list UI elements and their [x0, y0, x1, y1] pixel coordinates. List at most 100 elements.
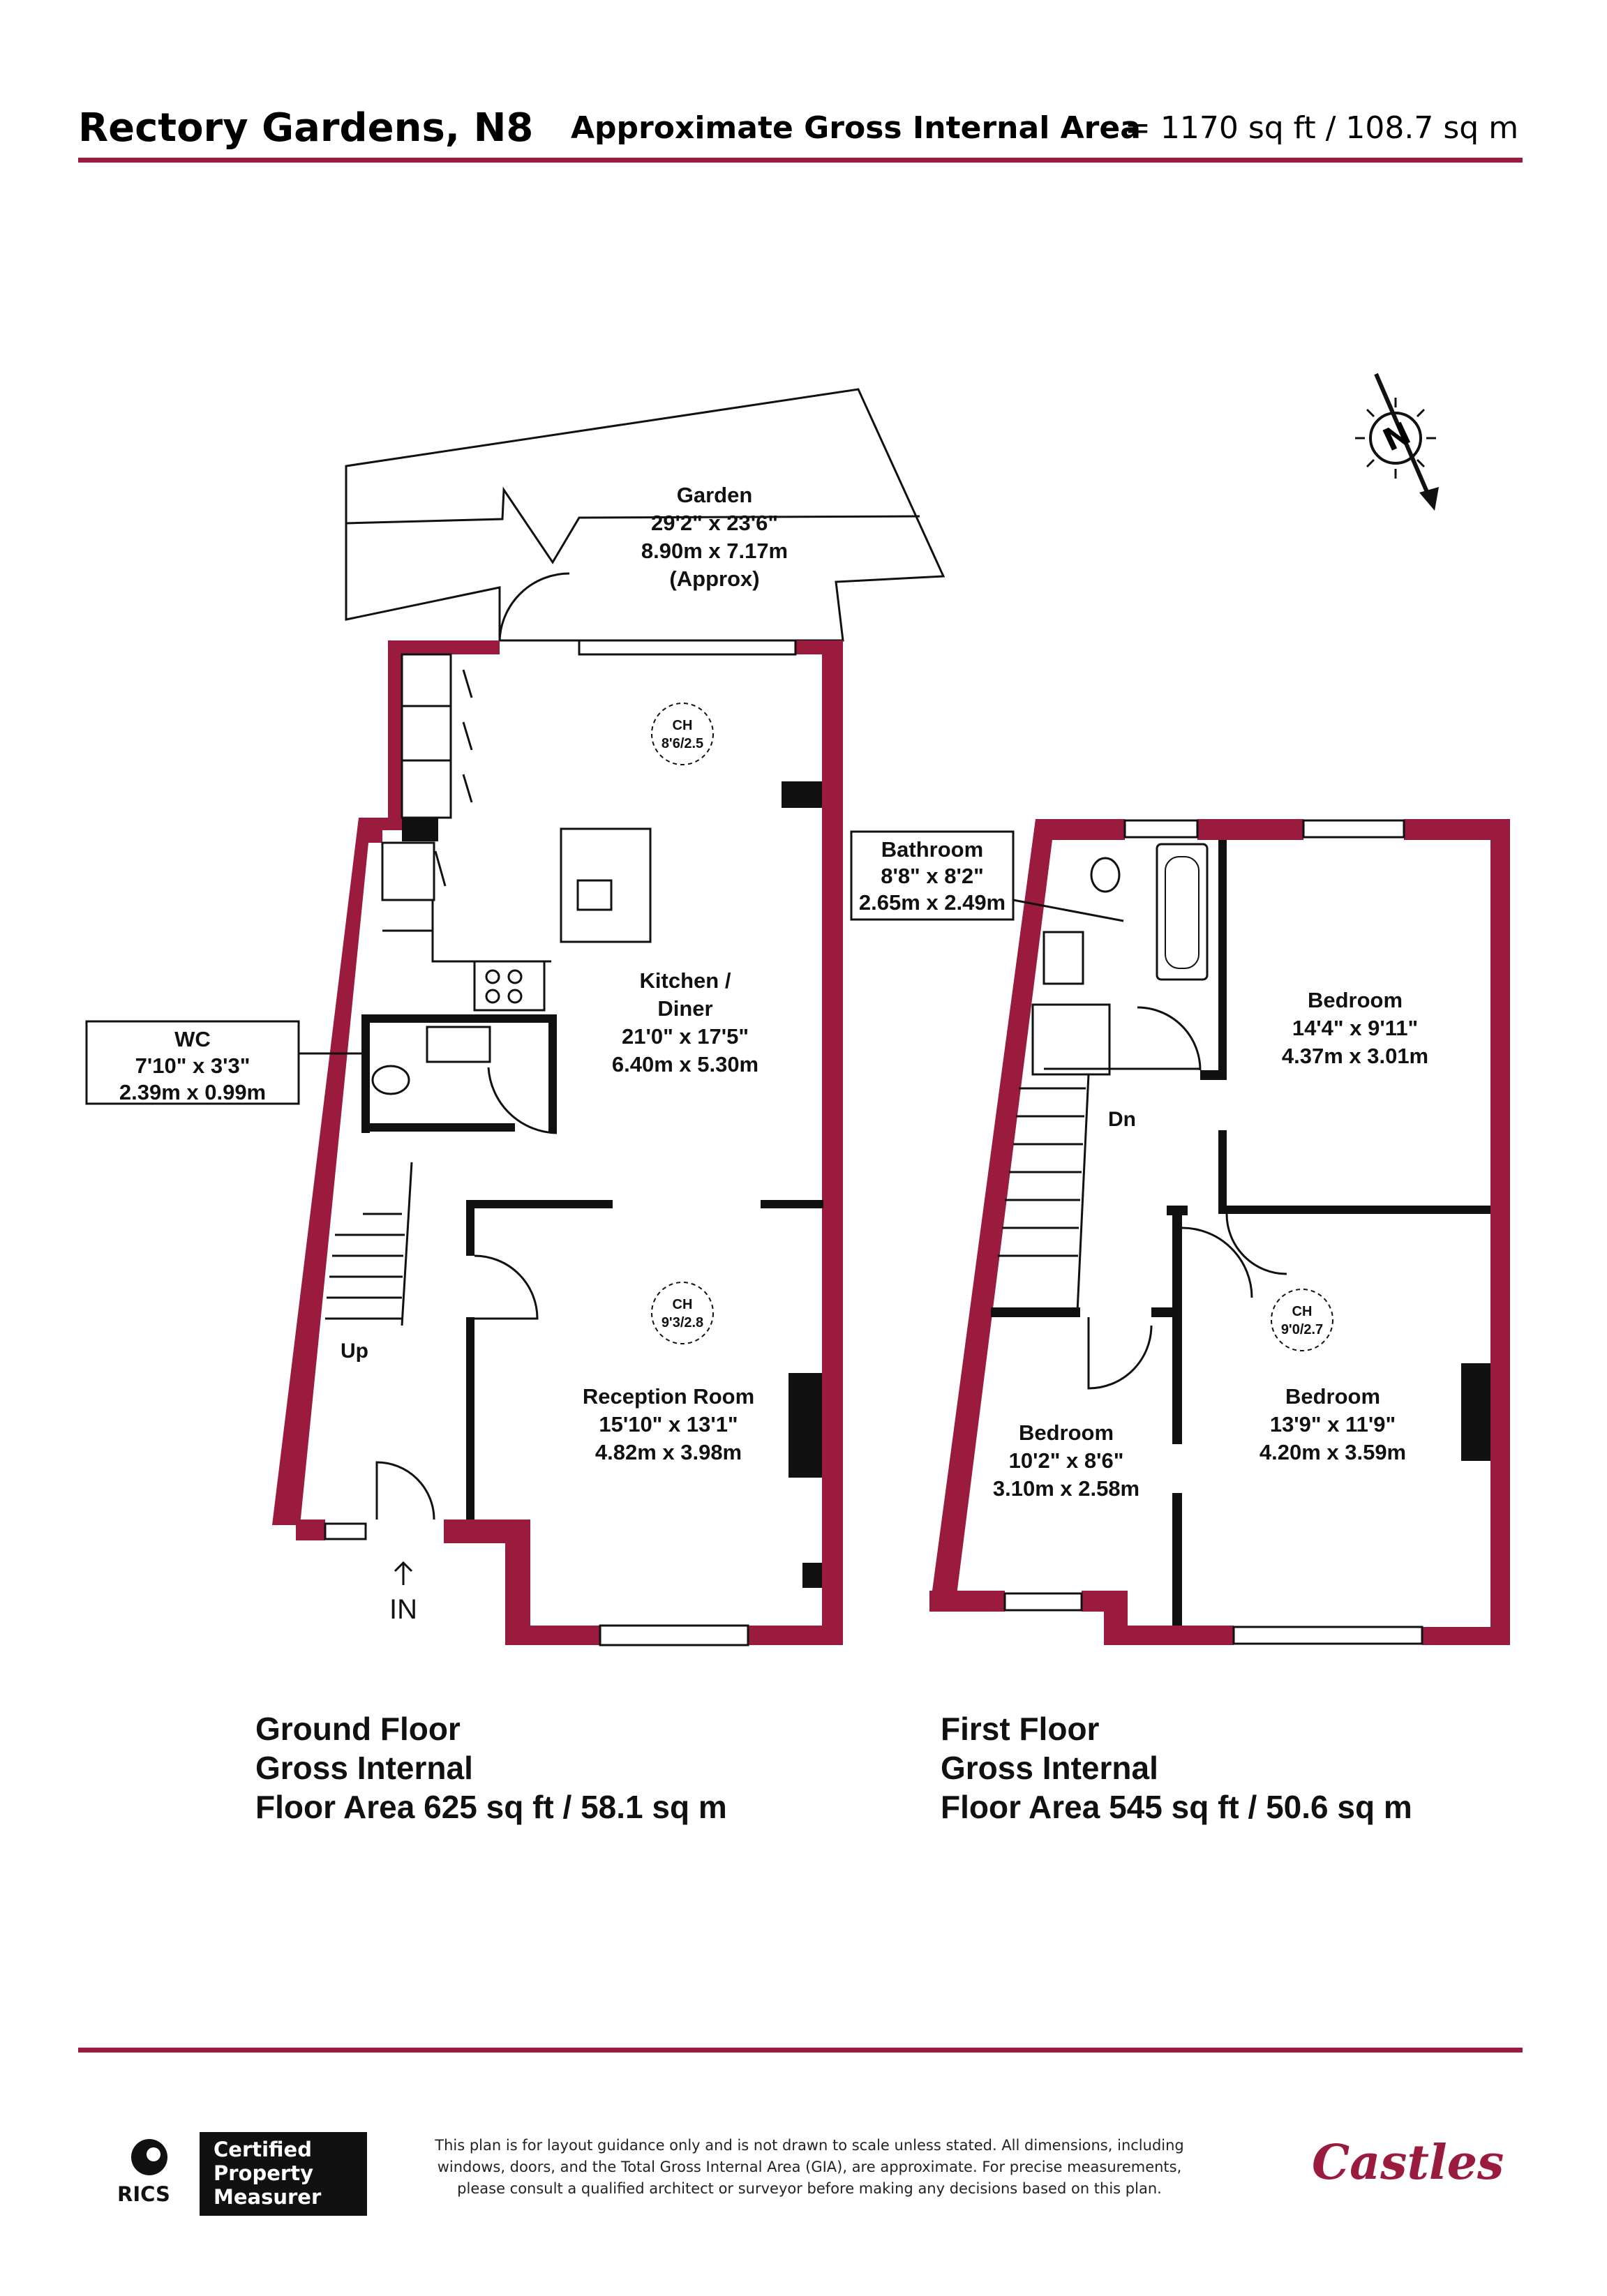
front-bedroom-ch-label: CH — [1292, 1304, 1313, 1319]
bath-tub-inner — [1165, 856, 1199, 969]
gia-value: = 1170 sq ft / 108.7 sq m — [1125, 110, 1518, 146]
front-bedroom-dim-metric: 4.20m x 3.59m — [1260, 1440, 1406, 1464]
landing-wall-stub — [1167, 1206, 1188, 1215]
first-floor-area: Floor Area 545 sq ft / 50.6 sq m — [941, 1789, 1412, 1825]
front-bedroom-name: Bedroom — [1285, 1384, 1380, 1409]
bathroom-dim-imperial: 8'8" x 8'2" — [881, 864, 984, 888]
island-sink-icon — [576, 879, 613, 911]
entrance-label: IN — [389, 1594, 417, 1625]
reception-front-window — [599, 1624, 749, 1646]
wc-right-wall — [548, 1014, 557, 1133]
wc-name: WC — [174, 1027, 211, 1051]
garden-dim-metric: 8.90m x 7.17m — [641, 539, 788, 563]
disclaimer-line3: please consult a qualified architect or … — [457, 2180, 1162, 2197]
rear-bedroom-dim-metric: 4.37m x 3.01m — [1282, 1044, 1428, 1068]
badge-line2: Property — [214, 2161, 313, 2185]
bathroom-label-leader — [1012, 899, 1124, 922]
bath-tub-icon — [1156, 843, 1209, 981]
bathroom-toilet-icon — [1090, 857, 1121, 893]
reception-dim-imperial: 15'10" x 13'1" — [599, 1412, 738, 1436]
first-stairs — [998, 1074, 1090, 1312]
first-floor-gross-label: Gross Internal — [941, 1750, 1158, 1786]
wc-dim-imperial: 7'10" x 3'3" — [135, 1053, 251, 1078]
kitchen-name-line2: Diner — [657, 996, 712, 1021]
rear-bedroom-window — [1302, 819, 1405, 839]
ground-wall-front — [444, 1520, 600, 1645]
disclaimer-line1: This plan is for layout guidance only an… — [435, 2137, 1184, 2154]
kitchen-dim-imperial: 21'0" x 17'5" — [622, 1024, 749, 1049]
ground-floor-gross-label: Gross Internal — [255, 1750, 473, 1786]
kitchen-name-line1: Kitchen / — [640, 968, 731, 993]
wc-toilet-icon — [371, 1065, 410, 1095]
reception-chimney — [788, 1373, 822, 1478]
small-bedroom-top-wall-right — [1151, 1307, 1182, 1317]
kitchen-rear-window — [578, 639, 797, 656]
small-bedroom-dim-metric: 3.10m x 2.58m — [993, 1476, 1139, 1501]
reception-door-swing — [474, 1254, 539, 1320]
rics-lion-icon — [131, 2139, 167, 2175]
garden-fence — [345, 486, 920, 564]
ground-stairs — [325, 1162, 413, 1326]
ground-floor-area: Floor Area 625 sq ft / 58.1 sq m — [255, 1789, 727, 1825]
garden-note: (Approx) — [669, 567, 759, 591]
garden-name: Garden — [677, 483, 753, 507]
rear-bedroom-door-swing — [1225, 1213, 1287, 1275]
disclaimer-line2: windows, doors, and the Total Gross Inte… — [437, 2159, 1182, 2175]
wc-basin-icon — [426, 1026, 491, 1063]
bathroom-door-jamb — [1200, 1070, 1227, 1080]
first-wall-right — [1404, 819, 1510, 1645]
kitchen-ceiling-height-marker — [651, 703, 714, 765]
reception-ch-value: 9'3/2.8 — [662, 1315, 703, 1330]
disclaimer: This plan is for layout guidance only an… — [391, 2135, 1228, 2200]
certified-measurer-badge: Certified Property Measurer — [200, 2132, 367, 2216]
bedroom-rear-left-wall-lower — [1218, 1130, 1227, 1214]
small-bedroom-top-wall — [991, 1307, 1080, 1317]
reception-top-wall-left — [466, 1200, 613, 1208]
kitchen-ch-label: CH — [673, 718, 693, 733]
garden-outline — [345, 388, 945, 642]
kitchen-chimney — [782, 781, 822, 808]
ground-wall-right — [748, 640, 843, 1645]
wc-door-swing — [487, 1067, 558, 1134]
north-compass-icon: N — [1355, 373, 1439, 511]
wc-top-wall — [361, 1014, 557, 1023]
front-bedroom-ch-value: 9'0/2.7 — [1281, 1322, 1323, 1337]
badge-line1: Certified — [214, 2138, 312, 2161]
utility-block — [402, 818, 438, 841]
footer-rule — [78, 2048, 1523, 2053]
reception-dim-metric: 4.82m x 3.98m — [595, 1440, 742, 1464]
bathroom-name: Bathroom — [881, 837, 983, 862]
kitchen-island — [560, 827, 652, 943]
bedroom-divider-wall — [1218, 1206, 1490, 1214]
first-floor-plan: Bathroom 8'8" x 8'2" 2.65m x 2.49m Bedro… — [850, 819, 1510, 1825]
bathroom-basin-icon — [1042, 931, 1084, 985]
gia-label: Approximate Gross Internal Area — [571, 110, 1141, 146]
reception-top-wall-right — [761, 1200, 823, 1208]
first-wall-front-mid — [1082, 1591, 1234, 1645]
bathroom-door-swing — [1137, 1006, 1202, 1071]
front-bedroom-dim-imperial: 13'9" x 11'9" — [1270, 1412, 1396, 1436]
reception-name: Reception Room — [583, 1384, 754, 1409]
front-bedroom-window — [1232, 1626, 1423, 1645]
ground-floor-plan: Garden 29'2" x 23'6" 8.90m x 7.17m (Appr… — [85, 388, 945, 1825]
reception-left-wall-bottom — [466, 1317, 474, 1520]
first-stairs-label: Dn — [1108, 1108, 1136, 1131]
front-bedroom-ceiling-height-marker — [1271, 1289, 1333, 1351]
small-bedroom-door-swing — [1087, 1317, 1153, 1390]
badge-line3: Measurer — [214, 2185, 322, 2209]
ground-wall-entry-stub — [296, 1520, 325, 1540]
kitchen-cupboards — [401, 653, 452, 819]
garden-door-swing — [498, 572, 570, 641]
kitchen-ch-value: 8'6/2.5 — [662, 736, 703, 751]
rics-logo-text: RICS — [117, 2182, 170, 2206]
wc-bottom-wall — [361, 1123, 515, 1132]
first-floor-title: First Floor — [941, 1711, 1100, 1747]
rear-bedroom-dim-imperial: 14'4" x 9'11" — [1292, 1016, 1418, 1040]
reception-ceiling-height-marker — [651, 1282, 714, 1344]
brand-logo: Castles — [1312, 2135, 1504, 2191]
utility-cupboard — [381, 841, 435, 901]
entrance-arrow-icon — [394, 1561, 413, 1585]
front-bedroom-door-swing — [1181, 1226, 1253, 1298]
first-wall-rear-mid — [1197, 819, 1303, 840]
first-wall-left — [929, 819, 1125, 1612]
